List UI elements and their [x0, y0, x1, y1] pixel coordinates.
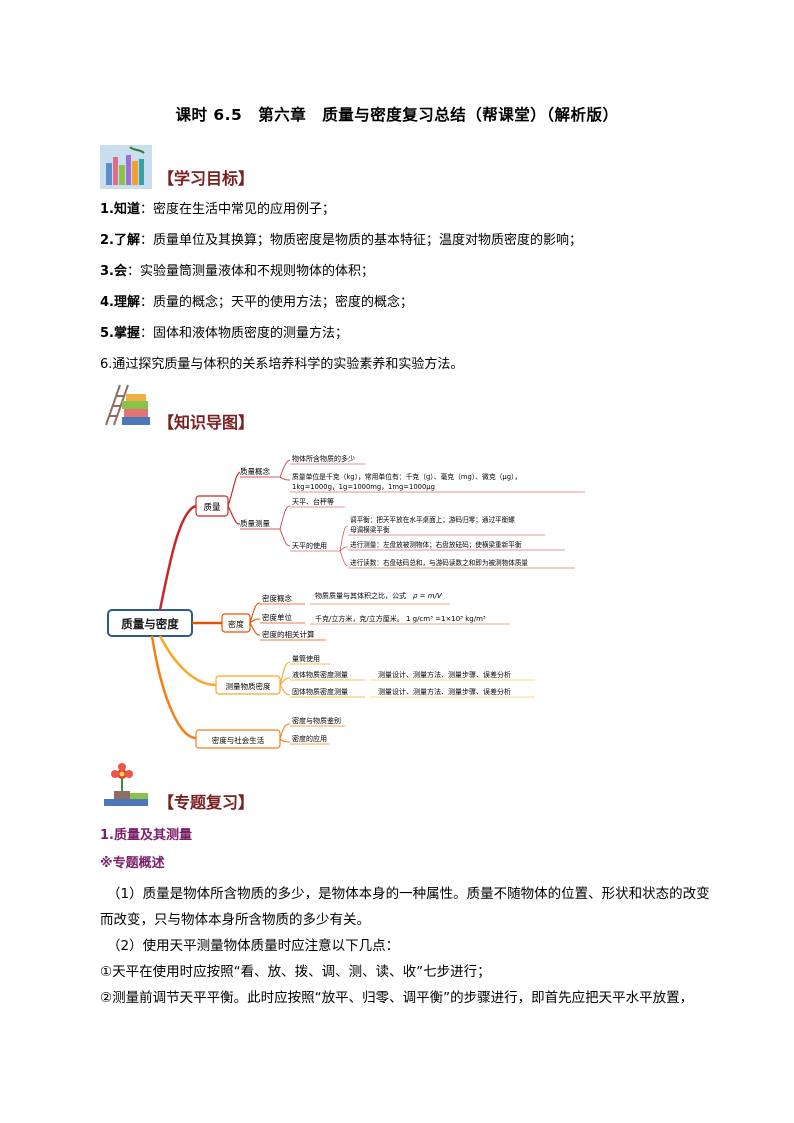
mindmap-node-density-unit: 密度单位 — [262, 612, 292, 622]
mindmap-node-mass: 质量 — [203, 502, 221, 513]
ladder-books-icon — [105, 384, 150, 426]
goal-item: 1.知道：密度在生活中常见的应用例子； — [100, 202, 335, 217]
mindmap-leaf: 量筒使用 — [292, 654, 320, 663]
review-heading: 1.质量及其测量 — [100, 828, 192, 843]
mindmap-leaf: 测量设计、测量方法、测量步骤、误差分析 — [378, 670, 511, 679]
mindmap-leaf: 质量单位是千克（kg），常用单位有：千克（g）、毫克（mg）、微克（μg）， — [292, 472, 521, 481]
knowledge-mindmap: 质量与密度 质量 质量概念 物体所含物质的多少 质量单位是千克（kg），常用单位… — [107, 454, 585, 749]
review-content: 1.质量及其测量 ※专题概述 （1）质量是物体所含物质的多少，是物体本身的一种属… — [100, 825, 710, 1011]
mindmap-leaf: 进行测量：左盘放被测物体；右盘放砝码；使横梁重新平衡 — [350, 540, 522, 549]
goal-item: 6.通过探究质量与体积的关系培养科学的实验素养和实验方法。 — [100, 357, 464, 372]
mindmap-leaf: 物质质量与其体积之比，公式 — [315, 591, 406, 600]
mindmap-leaf: 母调横梁平衡 — [350, 525, 390, 534]
mindmap-node-liquid: 液体物质密度测量 — [292, 670, 348, 679]
mindmap-node-mass-measure: 质量测量 — [240, 518, 270, 528]
section-title: 【学习目标】 — [158, 169, 255, 188]
mindmap-node-solid: 固体物质密度测量 — [292, 687, 348, 696]
paragraph: ②测量前调节天平平衡。此时应按照“放平、归零、调平衡”的步骤进行，即首先应把天平… — [100, 990, 694, 1006]
mindmap-root-label: 质量与密度 — [121, 617, 179, 631]
goal-item: 5.掌握：固体和液体物质密度的测量方法； — [100, 326, 348, 341]
goal-item: 4.理解：质量的概念；天平的使用方法；密度的概念； — [100, 295, 413, 310]
paragraph: （2）使用天平测量物体质量时应注意以下几点： — [107, 938, 400, 954]
mindmap-leaf: 测量设计、测量方法、测量步骤、误差分析 — [378, 687, 511, 696]
mindmap-node-mass-concept: 质量概念 — [240, 466, 270, 476]
mindmap-leaf: 千克/立方米，克/立方厘米。 1 g/cm³ =1×10³ kg/m³ — [315, 614, 486, 623]
books-icon — [100, 145, 152, 189]
section-title: 【知识导图】 — [158, 413, 255, 432]
mindmap-node-society: 密度与社会生活 — [212, 735, 265, 745]
mindmap-node-density: 密度 — [228, 619, 244, 629]
goal-list: 1.知道：密度在生活中常见的应用例子； 2.了解：质量单位及其换算；物质密度是物… — [100, 200, 720, 386]
mindmap-node-measure-density: 测量物质密度 — [226, 681, 271, 691]
paragraph: ①天平在使用时应按照“看、放、拨、调、测、读、收”七步进行； — [100, 964, 491, 980]
overview-heading: ※专题概述 — [100, 856, 165, 871]
mindmap-leaf: 天平、台秤等 — [292, 497, 334, 506]
paragraph: 而改变，只与物体本身所含物质的多少有关。 — [100, 912, 370, 928]
mindmap-node-density-concept: 密度概念 — [262, 593, 292, 603]
section-title: 【专题复习】 — [158, 793, 255, 812]
mindmap-leaf: 密度与物质鉴别 — [292, 716, 341, 725]
mindmap-leaf: 进行读数：右盘砝码总和，与游码读数之和即为被测物体质量 — [350, 558, 528, 567]
mindmap-leaf: 密度的应用 — [292, 734, 327, 743]
paragraph: （1）质量是物体所含物质的多少，是物体本身的一种属性。质量不随物体的位置、形状和… — [107, 886, 710, 902]
mindmap-node-density-calc: 密度的相关计算 — [262, 629, 315, 639]
page-title: 课时 6.5 第六章 质量与密度复习总结（帮课堂）（解析版） — [175, 106, 619, 124]
mindmap-leaf: 物体所含物质的多少 — [292, 454, 355, 463]
mindmap-formula: ρ = m/V — [413, 592, 443, 600]
mindmap-leaf: 调平衡：把天平放在水平桌面上；游码归零；通过平衡螺 — [350, 515, 515, 524]
goal-item: 3.会：实验量筒测量液体和不规则物体的体积； — [100, 264, 374, 279]
mindmap-leaf: 1kg=1000g，1g=1000mg，1mg=1000μg — [292, 483, 435, 491]
mindmap-node-balance-use: 天平的使用 — [292, 541, 327, 550]
flower-books-icon — [104, 763, 148, 806]
goal-item: 2.了解：质量单位及其换算；物质密度是物质的基本特征；温度对物质密度的影响； — [100, 233, 582, 248]
